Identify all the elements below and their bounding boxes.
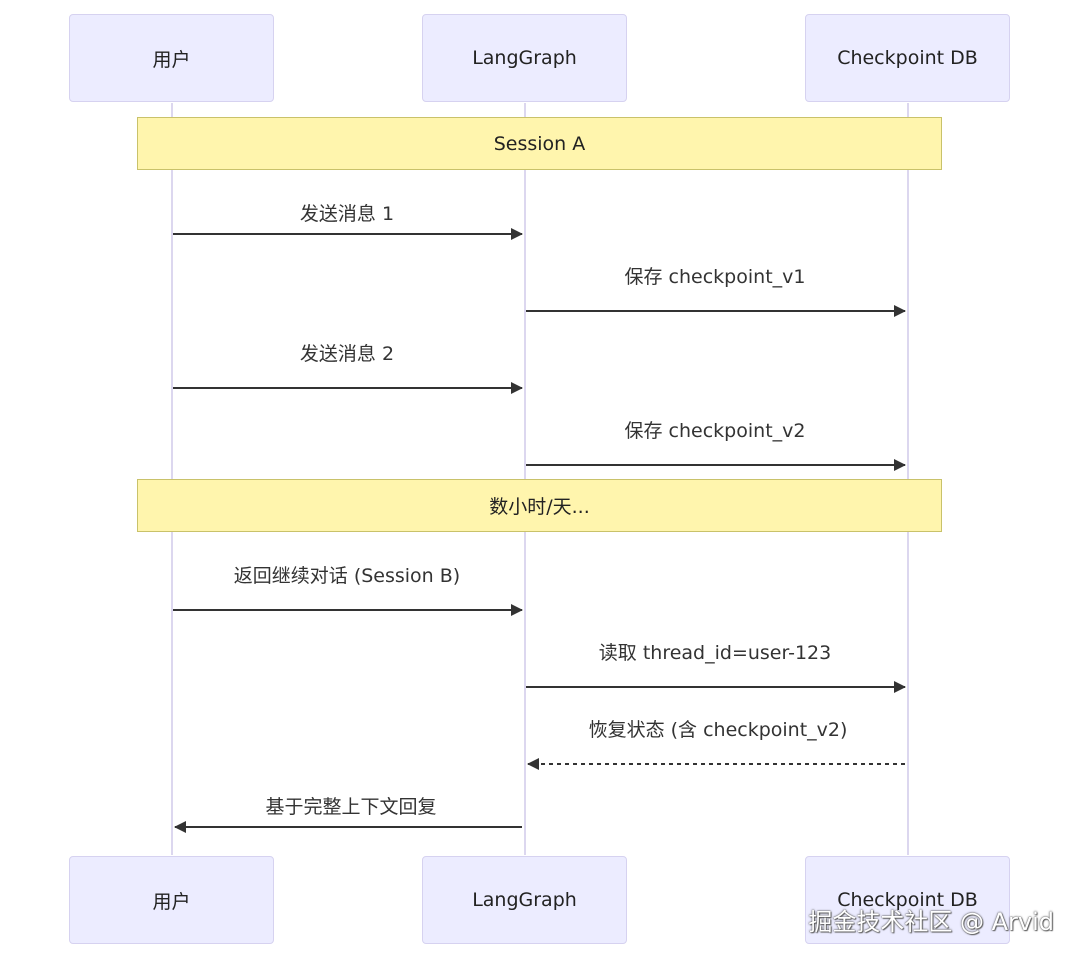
watermark-text: 掘金技术社区 @ Arvid [808,908,1054,936]
message-label-8: 基于完整上下文回复 [265,796,437,818]
participant-db-bottom: Checkpoint DB [805,856,1010,944]
message-label-7: 恢复状态 (含 checkpoint_v2) [588,719,848,741]
participant-user-top: 用户 [69,14,274,102]
note-hours-days: 数小时/天... [137,479,942,532]
participant-langgraph-bottom: LangGraph [422,856,627,944]
message-label-1: 发送消息 1 [299,203,395,225]
participant-db-top: Checkpoint DB [805,14,1010,102]
participant-user-bottom: 用户 [69,856,274,944]
participant-langgraph-top: LangGraph [422,14,627,102]
note-session-a: Session A [137,117,942,170]
message-label-4: 保存 checkpoint_v2 [624,420,806,442]
message-label-3: 发送消息 2 [299,343,395,365]
message-label-6: 读取 thread_id=user-123 [598,642,832,664]
message-label-5: 返回继续对话 (Session B) [233,565,461,587]
message-label-2: 保存 checkpoint_v1 [624,266,806,288]
